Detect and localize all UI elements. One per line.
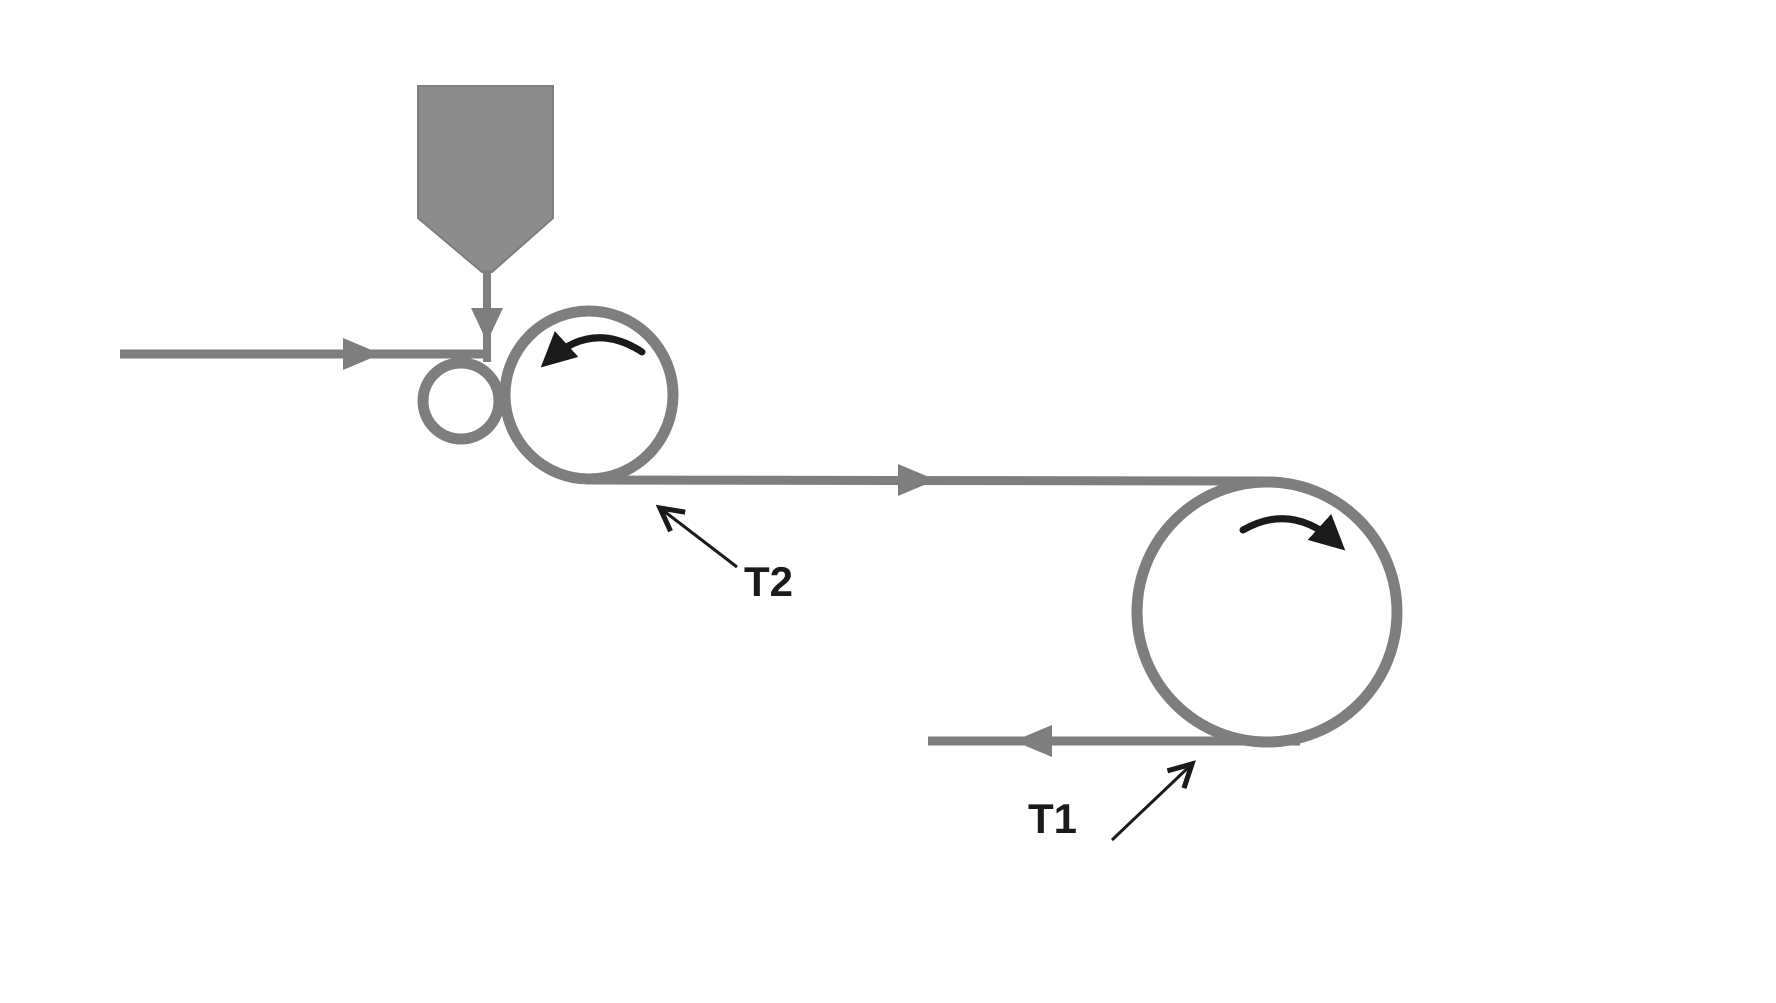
t1-pointer-arrow-icon xyxy=(1110,760,1196,842)
t2-label: T2 xyxy=(744,558,793,605)
web-right-arrowhead-icon xyxy=(898,464,936,496)
t2-pointer-arrow-icon xyxy=(655,504,738,569)
feed-hopper-icon xyxy=(417,85,554,273)
feed-down-arrowhead-icon xyxy=(471,308,503,342)
roller-t2 xyxy=(499,305,679,485)
roller-t1-rotation-arrow-icon xyxy=(1239,514,1346,551)
outgoing-web-arrowhead-icon xyxy=(1014,725,1052,757)
incoming-web-arrowhead-icon xyxy=(343,338,381,370)
small-roller xyxy=(417,357,505,445)
t1-label: T1 xyxy=(1028,795,1077,842)
roller-t2-rotation-arrow-icon xyxy=(540,331,646,368)
